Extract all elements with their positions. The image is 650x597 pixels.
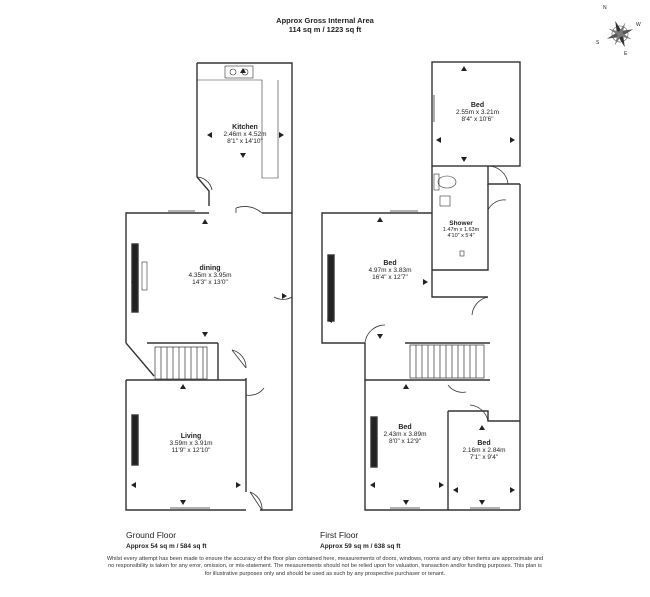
landing-door-arc bbox=[471, 296, 489, 316]
ground-floor-walls bbox=[125, 62, 293, 511]
dining-chimney bbox=[131, 243, 139, 313]
room-dining-name: dining bbox=[199, 265, 221, 272]
bed-main-door-arc bbox=[364, 324, 386, 344]
room-bed-main-imperial: 16'4" x 12'7" bbox=[372, 274, 408, 281]
bed-rear-walls bbox=[431, 61, 521, 167]
room-living-name: Living bbox=[180, 433, 202, 440]
room-shower-name: Shower bbox=[449, 220, 473, 227]
first-floor-area: Approx 59 sq m / 638 sq ft bbox=[320, 543, 401, 550]
room-bed-front-left: Bed 2.43m x 3.89m 8'0" x 12'9" bbox=[365, 424, 445, 445]
room-bed-front-right-metric: 2.16m x 2.84m bbox=[462, 447, 506, 454]
hall-right-wall bbox=[260, 333, 293, 511]
room-dining-metric: 4.35m x 3.95m bbox=[188, 272, 232, 279]
room-living-metric: 3.59m x 3.91m bbox=[169, 440, 213, 447]
compass-west: W bbox=[636, 22, 641, 28]
room-kitchen-metric: 2.46m x 4.52m bbox=[223, 131, 267, 138]
room-living: Living 3.59m x 3.91m 11'9" x 12'10" bbox=[146, 433, 236, 454]
room-kitchen-imperial: 8'1" x 14'10" bbox=[227, 138, 263, 145]
sink-bowl bbox=[229, 68, 237, 76]
bed-front-right-door-arc bbox=[469, 404, 489, 422]
compass-icon bbox=[606, 20, 634, 48]
basin bbox=[439, 195, 451, 207]
disclaimer-text: Whilst every attempt has been made to en… bbox=[106, 556, 544, 577]
measurement-markers bbox=[131, 66, 515, 505]
room-bed-rear-name: Bed bbox=[470, 102, 485, 109]
room-bed-front-left-name: Bed bbox=[398, 424, 412, 431]
header-area: 114 sq m / 1223 sq ft bbox=[288, 25, 362, 34]
room-bed-main: Bed 4.97m x 3.83m 16'4" x 12'7" bbox=[345, 260, 435, 281]
first-staircase bbox=[409, 344, 485, 379]
toilet bbox=[437, 175, 457, 189]
kitchen-worktop bbox=[197, 79, 279, 179]
kitchen-left-wall bbox=[196, 63, 210, 206]
kitchen-sink bbox=[224, 65, 254, 79]
room-bed-front-left-metric: 2.43m x 3.89m bbox=[383, 431, 427, 438]
kitchen-door-arc bbox=[235, 206, 263, 214]
room-dining-imperial: 14'3" x 13'0" bbox=[192, 279, 228, 286]
room-bed-front-right-imperial: 7'1" x 9'4" bbox=[469, 454, 499, 461]
toilet-cistern bbox=[433, 173, 440, 191]
hall-door-arc bbox=[231, 349, 247, 369]
landing-wall bbox=[364, 343, 490, 381]
under-stair-wall bbox=[125, 342, 155, 377]
room-kitchen: Kitchen 2.46m x 4.52m 8'1" x 14'10" bbox=[200, 124, 290, 145]
room-kitchen-name: Kitchen bbox=[232, 124, 258, 131]
hall-side-door-arc bbox=[245, 387, 265, 396]
room-living-imperial: 11'9" x 12'10" bbox=[171, 447, 211, 454]
bed-rear-door-arc bbox=[487, 165, 509, 185]
shower-walls bbox=[431, 166, 488, 298]
compass-east: E bbox=[624, 51, 628, 57]
dining-hearth bbox=[141, 261, 148, 291]
first-floor-walls bbox=[321, 61, 521, 511]
room-shower-metric: 1.47m x 1.63m bbox=[442, 227, 480, 233]
room-bed-front-right: Bed 2.16m x 2.84m 7'1" x 9'4" bbox=[449, 440, 519, 461]
room-bed-rear: Bed 2.55m x 3.21m 8'4" x 10'6" bbox=[435, 102, 520, 123]
bed-main-chimney bbox=[327, 254, 335, 322]
bed-front-right-walls bbox=[448, 410, 520, 422]
living-outer-walls bbox=[125, 380, 246, 511]
shower-right-wall bbox=[432, 184, 489, 271]
header: Approx Gross Internal Area 114 sq m / 12… bbox=[0, 16, 650, 34]
kitchen-walls bbox=[197, 62, 293, 214]
room-bed-rear-metric: 2.55m x 3.21m bbox=[456, 109, 499, 116]
ground-floor-doors bbox=[196, 176, 293, 511]
dining-walls bbox=[125, 212, 209, 343]
room-dining: dining 4.35m x 3.95m 14'3" x 13'0" bbox=[165, 265, 255, 286]
ground-staircase bbox=[154, 346, 208, 380]
bed-front-left-chimney bbox=[370, 416, 378, 468]
room-bed-front-left-imperial: 8'0" x 12'9" bbox=[388, 438, 422, 445]
room-shower: Shower 1.47m x 1.63m 4'10" x 5'4" bbox=[435, 220, 487, 239]
compass-north: N bbox=[603, 5, 607, 11]
first-floor-doors bbox=[364, 165, 509, 422]
living-chimney bbox=[131, 414, 139, 466]
shower-tray-mark bbox=[459, 250, 465, 257]
ground-floor-area: Approx 54 sq m / 584 sq ft bbox=[126, 543, 207, 550]
dining-door-arc bbox=[273, 296, 293, 300]
bed-front-left-walls bbox=[364, 380, 449, 511]
room-shower-imperial: 4'10" x 5'4" bbox=[447, 233, 475, 239]
compass-south: S bbox=[596, 40, 600, 46]
ground-floor-label: Ground Floor bbox=[126, 530, 177, 540]
shower-top bbox=[487, 166, 520, 185]
room-bed-rear-imperial: 8'4" x 10'6" bbox=[461, 116, 494, 123]
header-title: Approx Gross Internal Area bbox=[276, 16, 374, 25]
room-bed-main-metric: 4.97m x 3.83m bbox=[368, 267, 412, 274]
room-bed-main-name: Bed bbox=[383, 260, 397, 267]
room-bed-front-right-name: Bed bbox=[477, 440, 491, 447]
bed-front-left-door-arc bbox=[447, 384, 467, 393]
first-floor-label: First Floor bbox=[320, 530, 359, 540]
kitchen-left-door-arc bbox=[196, 176, 213, 191]
front-door-arc bbox=[249, 491, 263, 511]
bed-main-walls bbox=[321, 212, 432, 344]
shower-door-arc bbox=[487, 199, 507, 211]
